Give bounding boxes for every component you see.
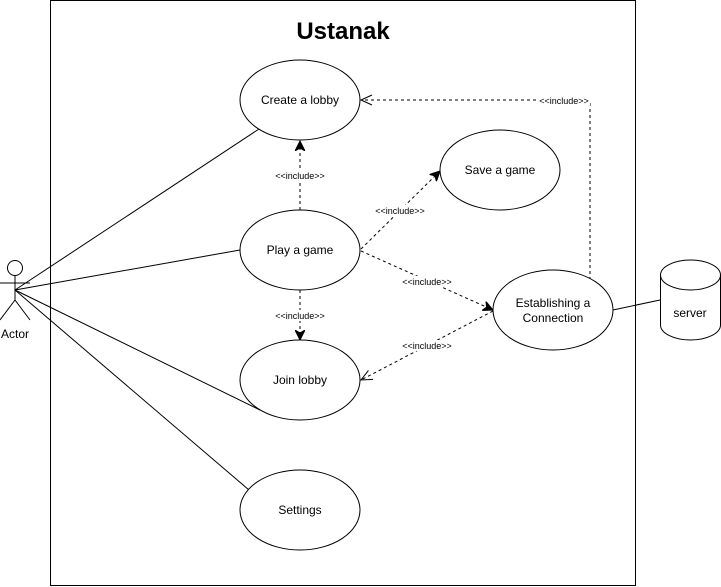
use-case-settings[interactable]: Settings xyxy=(239,469,361,551)
assoc-actor-create-lobby xyxy=(14,128,260,291)
system-title: Ustanak xyxy=(296,18,390,45)
database-icon xyxy=(660,275,721,341)
use-case-label-line2: Connection xyxy=(523,311,584,325)
include-label-play-connection: <<include>> xyxy=(402,277,452,287)
use-case-label: Save a game xyxy=(465,163,536,177)
include-label-connection-create: <<include>> xyxy=(539,96,589,106)
database-top xyxy=(660,259,721,291)
use-case-establishing-connection[interactable]: Establishing a Connection xyxy=(492,269,614,351)
assoc-actor-join-lobby xyxy=(14,289,261,411)
use-case-label: Join lobby xyxy=(273,373,327,387)
use-case-label: Create a lobby xyxy=(261,93,339,107)
actor-left-leg xyxy=(0,299,16,321)
use-case-create-lobby[interactable]: Create a lobby xyxy=(239,59,361,141)
use-case-play-game[interactable]: Play a game xyxy=(239,209,361,291)
server-label: server xyxy=(673,306,706,320)
server-database[interactable]: server xyxy=(660,259,721,341)
include-label-connection-join: <<include>> xyxy=(402,341,452,351)
use-case-save-game[interactable]: Save a game xyxy=(439,129,561,211)
include-label-play-join: <<include>> xyxy=(275,311,325,321)
use-case-label: Play a game xyxy=(267,243,334,257)
actor-figure[interactable] xyxy=(0,260,31,321)
assoc-connection-server xyxy=(612,299,661,311)
actor-head xyxy=(7,260,23,276)
actor-right-leg xyxy=(14,299,31,321)
include-label-play-create: <<include>> xyxy=(275,171,325,181)
use-case-join-lobby[interactable]: Join lobby xyxy=(239,339,361,421)
assoc-actor-play-game xyxy=(14,249,241,291)
use-case-label: Settings xyxy=(278,503,321,517)
include-label-play-save: <<include>> xyxy=(375,206,425,216)
actor-label: Actor xyxy=(1,327,29,341)
assoc-actor-settings xyxy=(14,289,250,491)
use-case-label-line1: Establishing a xyxy=(516,296,591,310)
